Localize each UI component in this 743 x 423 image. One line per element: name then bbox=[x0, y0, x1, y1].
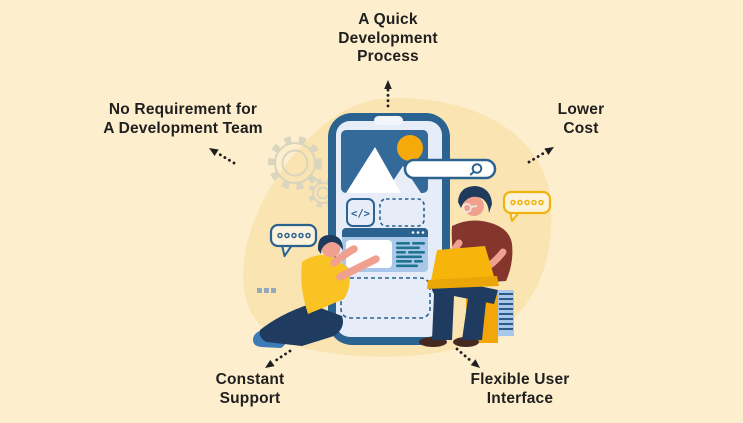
label-line: Process bbox=[357, 48, 419, 65]
arms bbox=[330, 245, 380, 281]
arrow-to-bottom-left-label bbox=[265, 349, 292, 368]
browser-window bbox=[342, 228, 428, 272]
torso-yellow-shirt bbox=[301, 254, 350, 314]
arrow-to-right-label bbox=[527, 147, 554, 164]
arrow-to-bottom-right-label bbox=[455, 347, 480, 368]
label-line: Cost bbox=[563, 119, 599, 137]
leg bbox=[462, 298, 486, 340]
label-line: Support bbox=[219, 389, 281, 407]
code-text: </> bbox=[351, 208, 370, 220]
label-line: Development bbox=[338, 29, 438, 47]
label-line: Constant bbox=[215, 371, 285, 388]
arrow-to-top-label bbox=[384, 80, 392, 108]
label-line: Flexible User bbox=[470, 371, 570, 388]
hair bbox=[458, 186, 492, 213]
dotted-arrows bbox=[209, 80, 554, 368]
hair bbox=[317, 234, 343, 254]
label-constant-support: Constant Support bbox=[216, 371, 285, 408]
code-icon: </> bbox=[346, 198, 375, 227]
speech-bubble-yellow-icon bbox=[502, 190, 552, 222]
label-lower-cost: Lower Cost bbox=[558, 101, 605, 138]
legs bbox=[259, 304, 343, 346]
label-line: No Requirement for bbox=[108, 101, 258, 118]
label-line: Lower bbox=[557, 101, 605, 118]
glasses-icon bbox=[462, 203, 478, 213]
person-kneeling-left bbox=[253, 234, 380, 348]
label-quick-development-process: A Quick Development Process bbox=[338, 11, 438, 67]
legs bbox=[431, 276, 498, 340]
person-sitting-right bbox=[419, 186, 513, 347]
browser-dots bbox=[411, 231, 425, 234]
browser-code-lines bbox=[396, 242, 425, 268]
label-line: Interface bbox=[486, 389, 554, 407]
dashed-placeholder-box bbox=[379, 198, 425, 227]
label-no-development-team: No Requirement for A Development Team bbox=[103, 101, 263, 138]
phone-mockup: </> bbox=[328, 113, 450, 345]
phone-notch bbox=[374, 116, 403, 125]
arrow-to-left-label bbox=[209, 148, 236, 165]
mountain-image-icon bbox=[341, 130, 428, 193]
laptop bbox=[427, 246, 499, 289]
label-line: A Quick bbox=[358, 11, 418, 28]
browser-white-panel bbox=[346, 240, 392, 268]
search-icon bbox=[469, 163, 483, 176]
label-flexible-user-interface: Flexible User Interface bbox=[470, 371, 569, 408]
squares-decoration bbox=[257, 288, 276, 293]
label-line: A Development Team bbox=[103, 119, 263, 137]
speech-bubble-blue-icon bbox=[269, 223, 318, 257]
search-bar bbox=[403, 158, 497, 180]
